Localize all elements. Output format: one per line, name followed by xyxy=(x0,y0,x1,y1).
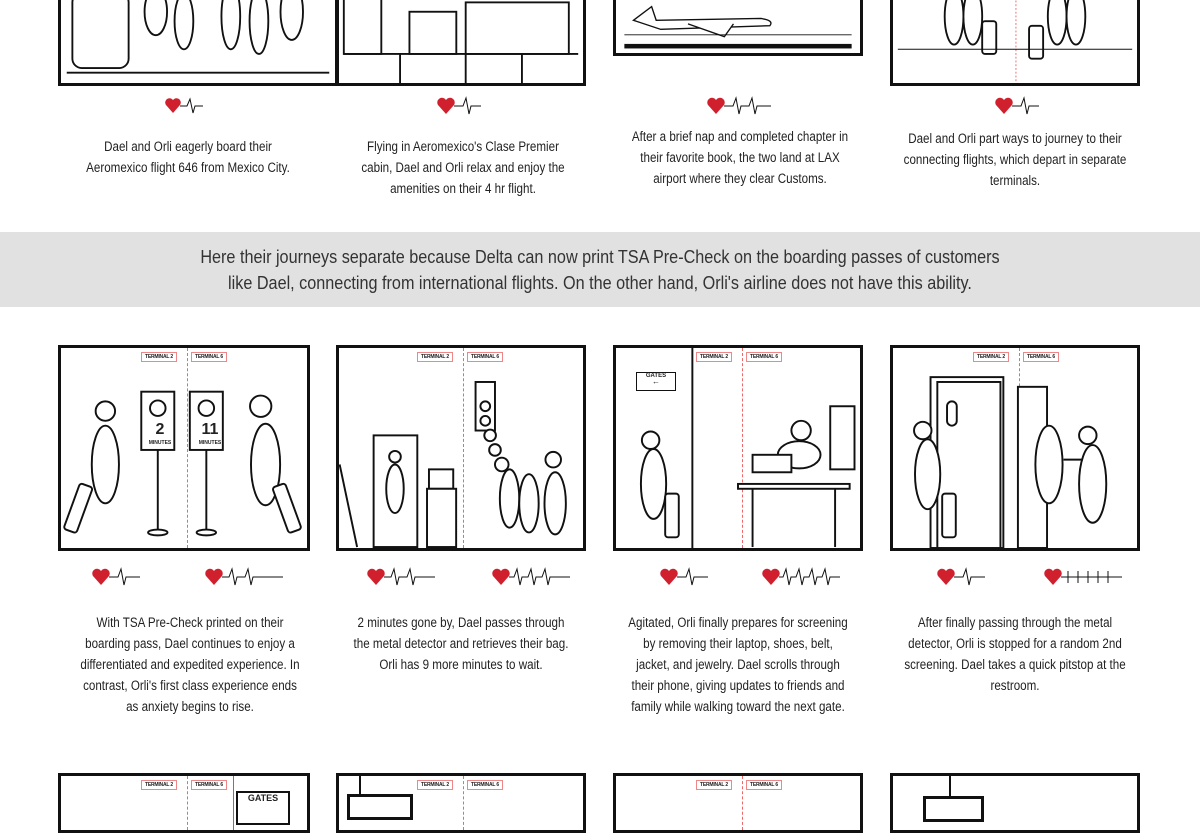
terminal-divider xyxy=(187,776,188,830)
cabin-illustration xyxy=(342,0,579,83)
terminal-label-left: TERMINAL 2 xyxy=(141,780,177,790)
wait-time-unit: MINUTES xyxy=(198,440,222,446)
screening-illustration xyxy=(639,348,856,548)
gates-sign-label: GATES xyxy=(645,373,667,379)
caption-parting: Dael and Orli part ways to journey to th… xyxy=(903,131,1127,188)
caption-security-line: 2 minutes gone by, Dael passes through t… xyxy=(353,615,569,672)
banner: Here their journeys separate because Del… xyxy=(0,232,1200,307)
sign-hanger xyxy=(359,776,361,794)
heart-rate-dael xyxy=(367,567,437,592)
heart-rate-indicator xyxy=(437,96,483,121)
heart-rate-dael xyxy=(937,567,987,592)
terminal-label-left: TERMINAL 2 xyxy=(696,352,732,362)
heart-rate-indicator xyxy=(165,96,205,121)
terminal-divider xyxy=(463,348,464,548)
banner-text: Here their journeys separate because Del… xyxy=(200,247,1000,293)
panel-wait-signs: TERMINAL 2 TERMINAL 6 2 MINUTES 11 MINUT… xyxy=(58,345,310,551)
panel-row3-2: TERMINAL 2 TERMINAL 6 xyxy=(336,773,586,833)
gates-sign: GATES← xyxy=(636,372,676,391)
terminal-label-right: TERMINAL 6 xyxy=(746,352,782,362)
panel-airplane xyxy=(613,0,863,56)
panel-row3-3: TERMINAL 2 TERMINAL 6 xyxy=(613,773,863,833)
terminal-label-right: TERMINAL 6 xyxy=(1023,352,1059,362)
terminal-label-right: TERMINAL 6 xyxy=(746,780,782,790)
panel-row3-1: TERMINAL 2 TERMINAL 6 GATES xyxy=(58,773,310,833)
terminal-label-left: TERMINAL 2 xyxy=(696,780,732,790)
boarding-illustration xyxy=(66,0,330,74)
heart-rate-dael xyxy=(660,567,710,592)
heart-rate-orli xyxy=(762,567,842,592)
panel-parting xyxy=(890,0,1140,86)
airplane-illustration xyxy=(624,5,852,49)
terminal-divider xyxy=(742,348,743,548)
terminal-label-left: TERMINAL 2 xyxy=(417,352,453,362)
caption-cabin: Flying in Aeromexico's Clase Premier cab… xyxy=(361,139,565,196)
caption-landing: After a brief nap and completed chapter … xyxy=(631,129,849,186)
gates-sign-label: GATES xyxy=(247,793,279,803)
wait-signs-illustration xyxy=(63,390,302,537)
panel-security-line: TERMINAL 2 TERMINAL 6 xyxy=(336,345,586,551)
arrow-left-icon: ← xyxy=(652,377,660,386)
terminal-label-right: TERMINAL 6 xyxy=(191,780,227,790)
terminal-label-right: TERMINAL 6 xyxy=(467,352,503,362)
gates-sign: GATES xyxy=(236,791,290,825)
terminal-label-left: TERMINAL 2 xyxy=(141,352,177,362)
terminal-label-right: TERMINAL 6 xyxy=(467,780,503,790)
security-line-illustration xyxy=(339,381,567,548)
heart-rate-indicator xyxy=(995,96,1041,121)
terminal-label-right: TERMINAL 6 xyxy=(191,352,227,362)
panel-second-screening: TERMINAL 2 TERMINAL 6 xyxy=(890,345,1140,551)
heart-rate-indicator xyxy=(707,96,773,121)
panel-cabin xyxy=(336,0,586,86)
terminal-label-left: TERMINAL 2 xyxy=(973,352,1009,362)
caption-wait-signs: With TSA Pre-Check printed on their boar… xyxy=(80,615,300,714)
heart-rate-dael xyxy=(92,567,142,592)
terminal-divider xyxy=(463,776,464,830)
hanging-sign xyxy=(347,794,413,820)
caption-screening: Agitated, Orli finally prepares for scre… xyxy=(628,615,848,714)
wall-line xyxy=(233,776,234,830)
heart-rate-orli xyxy=(205,567,285,592)
wait-time-value: 2 xyxy=(155,421,165,438)
terminal-label-left: TERMINAL 2 xyxy=(417,780,453,790)
second-screening-illustration xyxy=(913,376,1108,548)
caption-second-screening: After finally passing through the metal … xyxy=(904,615,1126,693)
panel-screening: TERMINAL 2 TERMINAL 6 GATES← xyxy=(613,345,863,551)
parting-illustration xyxy=(897,0,1133,83)
terminal-divider xyxy=(187,348,188,548)
panel-row3-4 xyxy=(890,773,1140,833)
wait-time-value: 11 xyxy=(201,421,219,438)
heart-rate-orli xyxy=(1044,567,1124,592)
sign-hanger xyxy=(949,776,951,796)
heart-rate-orli xyxy=(492,567,572,592)
caption-boarding: Dael and Orli eagerly board their Aerome… xyxy=(86,139,290,175)
panel-boarding xyxy=(58,0,338,86)
terminal-divider xyxy=(742,776,743,830)
wait-time-unit: MINUTES xyxy=(148,440,172,446)
